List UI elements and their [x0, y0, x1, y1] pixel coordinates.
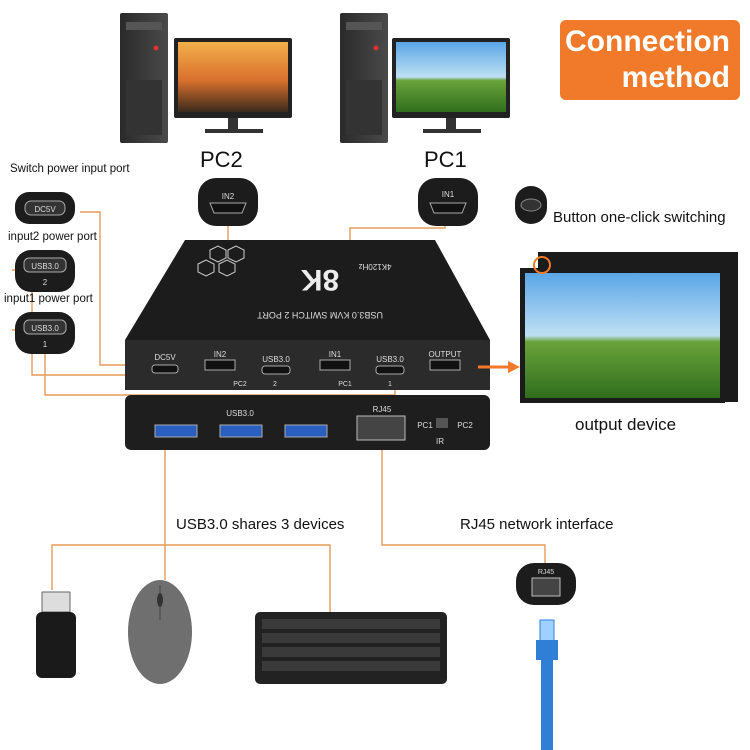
- device-brand: 8K: [300, 263, 339, 296]
- usb-stick: [36, 591, 76, 678]
- callout-in1: IN1: [418, 178, 478, 226]
- kvm-switch-top: 8K USB3.0 KVM SWITCH 2 PORT 4K120Hz DC5V…: [125, 240, 490, 390]
- output-device-label: output device: [575, 415, 677, 434]
- usb-shares-label: USB3.0 shares 3 devices: [176, 516, 345, 533]
- input1-power-label: input1 power port: [4, 293, 93, 305]
- front-ir-label: IR: [436, 437, 444, 446]
- callout-in2: IN2: [198, 178, 258, 226]
- front-pc1-label: PC1: [417, 421, 433, 430]
- output-arrow: [478, 361, 520, 373]
- rj45-callout: RJ45: [516, 563, 576, 605]
- callout-dc5v: DC5V: [15, 192, 75, 224]
- back-port-output: OUTPUT: [429, 350, 462, 359]
- device-model: USB3.0 KVM SWITCH 2 PORT: [257, 310, 383, 320]
- callout-usb-1-number: 1: [43, 340, 48, 349]
- back-group-pc2: PC2: [233, 381, 247, 388]
- pc1-label: PC1: [424, 147, 467, 172]
- callout-usb-1: USB3.0 1: [15, 312, 75, 354]
- back-port-dc5v: DC5V: [154, 353, 176, 362]
- keyboard: [255, 612, 447, 684]
- back-port-in1: IN1: [329, 350, 342, 359]
- rj45-interface-label: RJ45 network interface: [460, 516, 614, 533]
- mouse: [128, 580, 192, 684]
- callout-usb-2-label: USB3.0: [31, 262, 59, 271]
- ethernet-cable: [536, 619, 558, 750]
- callout-usb-2: USB3.0 2: [15, 250, 75, 292]
- callout-usb-2-number: 2: [43, 278, 48, 287]
- input2-power-label: input2 power port: [8, 231, 97, 243]
- callout-button: [515, 186, 547, 224]
- badge-line2: method: [621, 61, 730, 94]
- output-monitors: [520, 252, 738, 403]
- callout-dc5v-label: DC5V: [34, 205, 56, 214]
- callout-rj45-label: RJ45: [538, 569, 554, 576]
- callout-usb-1-label: USB3.0: [31, 324, 59, 333]
- callout-in2-label: IN2: [222, 192, 235, 201]
- pc2-label: PC2: [200, 147, 243, 172]
- back-port-usb-1: USB3.0: [376, 355, 404, 364]
- back-port-usb-2: USB3.0: [262, 355, 290, 364]
- front-usb-label: USB3.0: [226, 409, 254, 418]
- back-number-1: 1: [388, 381, 392, 388]
- device-spec: 4K120Hz: [359, 262, 392, 271]
- connection-method-badge: Connection method: [560, 20, 740, 100]
- switch-power-input-label: Switch power input port: [10, 163, 130, 175]
- callout-in1-label: IN1: [442, 190, 455, 199]
- pc1-computer: [340, 13, 510, 143]
- badge-line1: Connection: [565, 25, 730, 58]
- back-port-in2: IN2: [214, 350, 227, 359]
- button-switching-label: Button one-click switching: [553, 209, 726, 226]
- front-pc2-label: PC2: [457, 421, 473, 430]
- back-number-2: 2: [273, 381, 277, 388]
- back-group-pc1: PC1: [338, 381, 352, 388]
- front-rj45-label: RJ45: [373, 405, 392, 414]
- pc2-computer: [120, 13, 292, 143]
- kvm-switch-front: USB3.0 RJ45 PC1 PC2 IR: [125, 395, 490, 450]
